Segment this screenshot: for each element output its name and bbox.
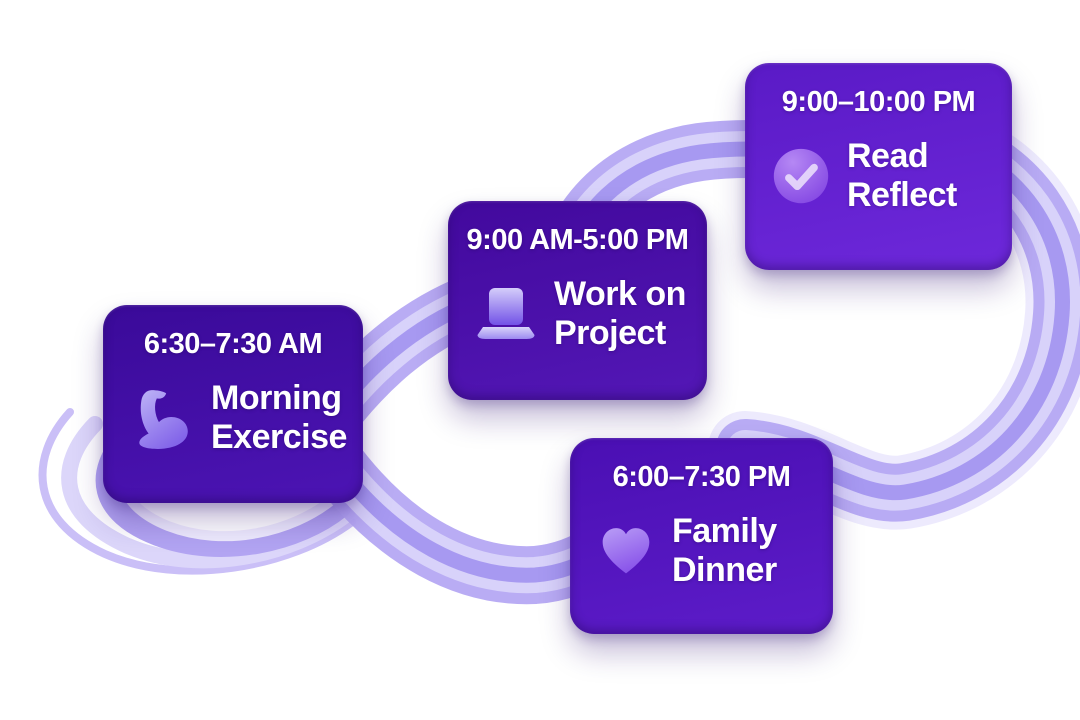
event-title-line: Morning xyxy=(211,379,342,417)
ribbon-curl-outer-arc xyxy=(38,408,356,575)
event-body: Work on Project xyxy=(448,275,707,354)
event-title-line: Exercise xyxy=(211,418,347,457)
event-body: Read Reflect xyxy=(745,137,1012,216)
event-time: 6:00–7:30 PM xyxy=(612,461,791,493)
event-title-line: Project xyxy=(554,314,666,353)
event-time: 9:00 AM-5:00 PM xyxy=(466,224,689,256)
event-title-line: Family xyxy=(672,512,777,550)
event-card-morning-exercise[interactable]: 6:30–7:30 AM Morning Exercise xyxy=(103,305,363,503)
ribbon-stripe xyxy=(737,134,1070,501)
event-body: Morning Exercise xyxy=(103,379,363,458)
event-title: Family Dinner xyxy=(672,512,777,591)
event-body: Family Dinner xyxy=(570,512,833,591)
event-title: Read Reflect xyxy=(847,137,957,216)
event-title: Work on Project xyxy=(554,275,686,354)
event-card-read-reflect[interactable]: 9:00–10:00 PM Read Reflect xyxy=(745,63,1012,270)
event-title-line: Read xyxy=(847,137,929,175)
event-card-work-on-project[interactable]: 9:00 AM-5:00 PM Work o xyxy=(448,201,707,400)
event-time: 6:30–7:30 AM xyxy=(143,328,323,360)
event-time: 9:00–10:00 PM xyxy=(781,86,976,118)
check-icon xyxy=(771,146,831,206)
laptop-icon xyxy=(474,285,538,343)
ribbon-segment-right-loop xyxy=(708,105,1080,530)
event-title-line: Work on xyxy=(554,275,686,313)
event-title: Morning Exercise xyxy=(211,379,347,458)
heart-icon xyxy=(596,523,656,579)
bicep-icon xyxy=(129,385,195,451)
event-title-line: Dinner xyxy=(672,551,777,590)
event-card-family-dinner[interactable]: 6:00–7:30 PM Family Dinner xyxy=(570,438,833,634)
ribbon-segment-bottom xyxy=(301,426,634,605)
event-title-line: Reflect xyxy=(847,176,957,215)
